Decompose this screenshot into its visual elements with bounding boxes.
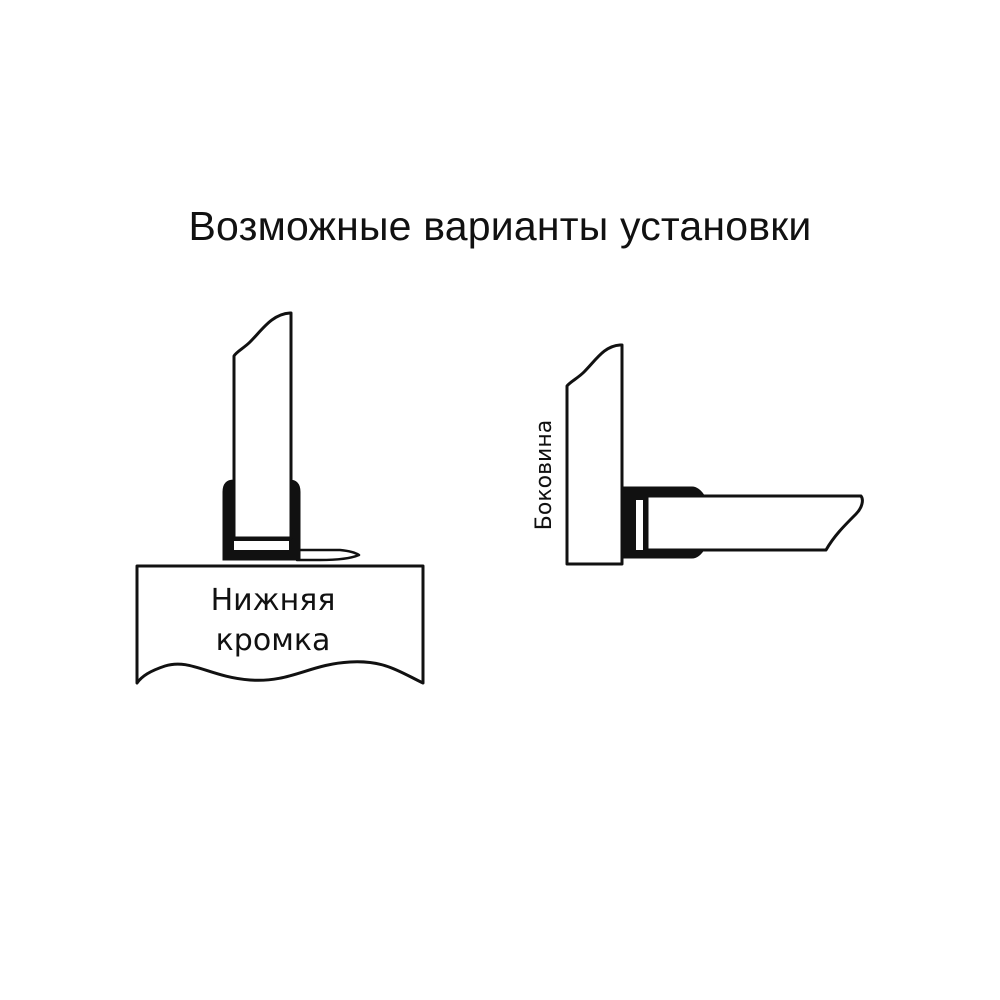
seal-lip xyxy=(295,548,361,562)
glass-panel-vertical xyxy=(232,311,293,540)
seal-inner-strip xyxy=(234,541,289,550)
side-panel-board xyxy=(565,343,624,566)
glass-panel-horizontal xyxy=(645,494,864,552)
variant-side-panel xyxy=(565,343,864,566)
bottom-edge-label-line1: Нижняя xyxy=(211,583,336,618)
bottom-edge-board xyxy=(135,564,425,685)
bottom-edge-label-line2: кромка xyxy=(216,623,331,658)
side-panel-label: Боковина xyxy=(532,420,557,530)
page-title: Возможные варианты установки xyxy=(188,203,812,249)
side-seal-inner-strip xyxy=(636,500,643,550)
variant-bottom-edge xyxy=(135,311,425,685)
